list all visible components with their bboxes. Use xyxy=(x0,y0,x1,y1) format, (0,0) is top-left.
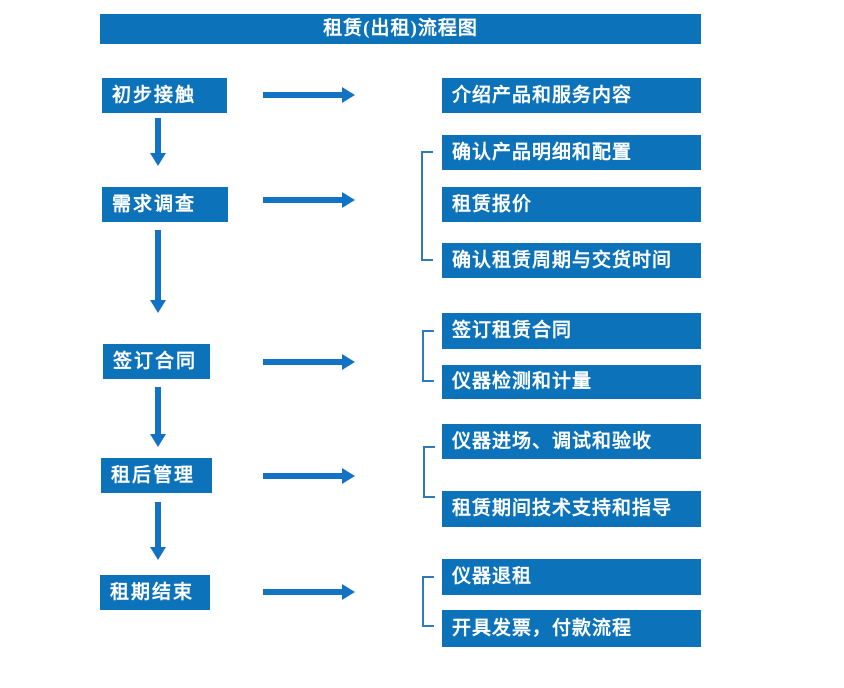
step-box-sign-contract: 签订合同 xyxy=(103,344,210,379)
flow-arrow-down-icon xyxy=(150,387,166,447)
group-bracket xyxy=(422,330,434,382)
group-bracket xyxy=(423,446,435,498)
flow-arrow-right-icon xyxy=(263,468,355,484)
detail-box-confirm-period-delivery: 确认租赁周期与交货时间 xyxy=(442,243,701,278)
group-bracket xyxy=(422,576,434,627)
detail-box-instrument-return: 仪器退租 xyxy=(442,559,701,595)
step-box-demand-survey: 需求调查 xyxy=(102,187,228,222)
flow-arrow-down-icon xyxy=(150,230,166,313)
flow-arrow-down-icon xyxy=(150,502,166,560)
detail-box-introduce-products: 介绍产品和服务内容 xyxy=(442,78,701,113)
detail-box-instrument-setup: 仪器进场、调试和验收 xyxy=(442,424,701,459)
flow-arrow-right-icon xyxy=(263,87,355,103)
detail-box-sign-rental-contract: 签订租赁合同 xyxy=(442,313,701,349)
detail-box-confirm-product-specs: 确认产品明细和配置 xyxy=(442,135,701,170)
step-box-rental-end: 租期结束 xyxy=(100,575,210,610)
flowchart-title: 租赁(出租)流程图 xyxy=(100,14,701,44)
flow-arrow-right-icon xyxy=(263,354,355,370)
detail-box-invoice-payment: 开具发票，付款流程 xyxy=(442,610,701,647)
step-box-initial-contact: 初步接触 xyxy=(102,78,227,113)
flow-arrow-right-icon xyxy=(263,192,355,208)
group-bracket xyxy=(421,151,433,261)
step-box-post-rental-management: 租后管理 xyxy=(101,458,212,493)
flow-arrow-right-icon xyxy=(263,584,355,600)
flow-arrow-down-icon xyxy=(150,118,166,166)
detail-box-tech-support: 租赁期间技术支持和指导 xyxy=(442,491,701,527)
detail-box-rental-quotation: 租赁报价 xyxy=(442,187,701,222)
detail-box-instrument-testing: 仪器检测和计量 xyxy=(442,365,701,399)
